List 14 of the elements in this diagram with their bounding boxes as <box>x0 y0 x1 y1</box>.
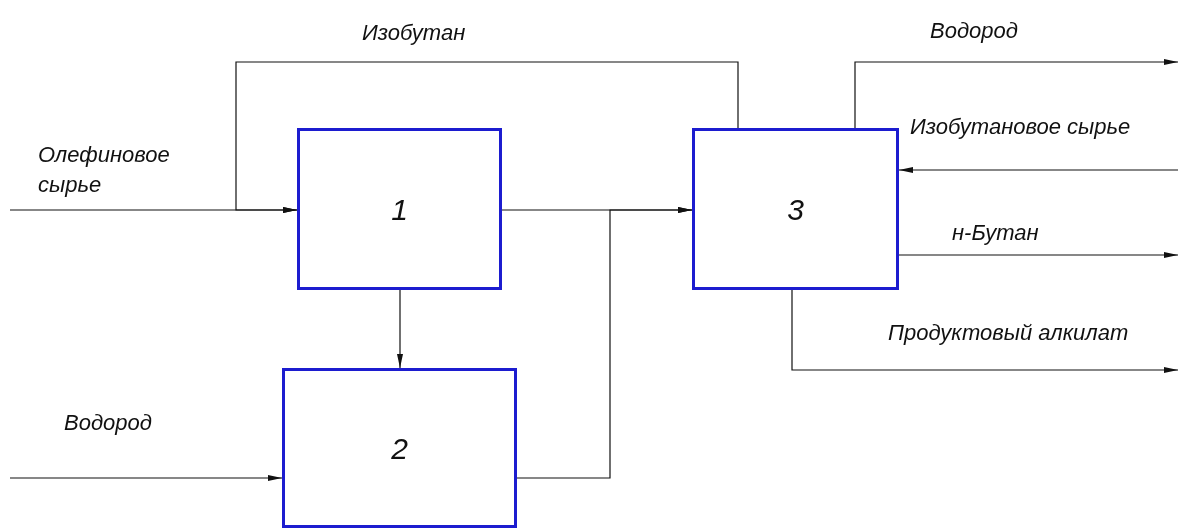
unit-number: 2 <box>391 430 408 467</box>
flow-arrow <box>854 59 1179 129</box>
flow-arrow <box>397 289 403 369</box>
flow-arrow <box>791 289 1179 373</box>
flow-arrow <box>898 167 1179 173</box>
process-box <box>282 368 517 528</box>
flow-arrow <box>516 207 693 479</box>
flow-arrow <box>235 61 739 213</box>
unit-number: 1 <box>391 191 408 228</box>
process-box <box>297 128 502 290</box>
process-box <box>692 128 899 290</box>
unit-number: 3 <box>787 191 804 228</box>
flow-arrow <box>898 252 1179 258</box>
flow-arrow <box>9 475 283 481</box>
